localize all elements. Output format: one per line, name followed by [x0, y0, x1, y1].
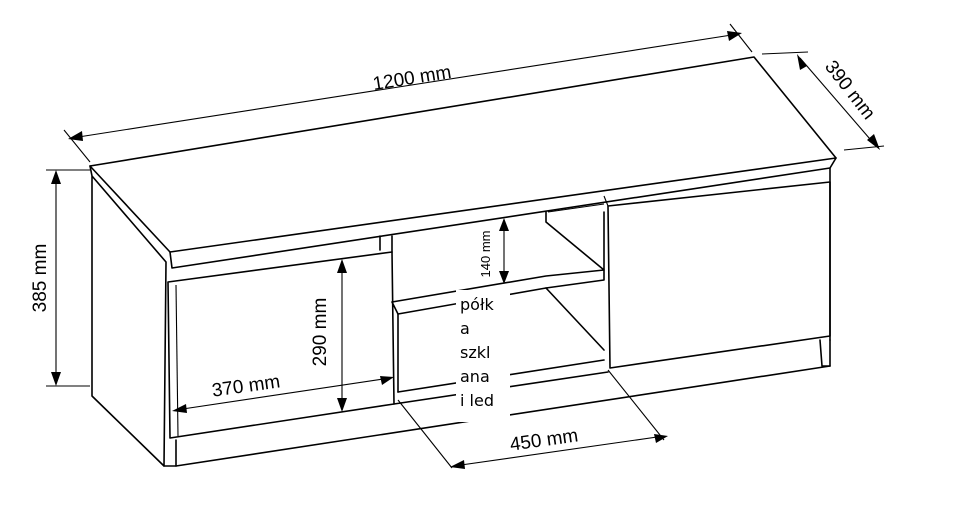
shelf-note-line: i led: [460, 391, 494, 410]
width-dimension: [63, 23, 753, 163]
shelf-depth-dimension: [397, 369, 668, 469]
shelf-note: półk a szkl ana i led: [460, 295, 494, 410]
cabinet-outline: [89, 56, 837, 467]
door-width-label: 370 mm: [211, 371, 282, 401]
height-dimension: [46, 169, 90, 387]
left-door: [167, 251, 395, 439]
depth-dimension: [761, 51, 885, 151]
door-height-label: 290 mm: [310, 298, 331, 367]
shelf-note-line: ana: [460, 367, 490, 386]
height-label: 385 mm: [30, 244, 51, 313]
width-label: 1200 mm: [371, 62, 453, 95]
shelf-note-background: [456, 290, 510, 422]
shelf-gap-label: 140 mm: [478, 231, 493, 278]
door-height-dimension: [337, 259, 347, 412]
shelf-note-line: półk: [460, 295, 494, 314]
shelf-depth-label: 450 mm: [509, 425, 580, 455]
shelf-note-line: a: [460, 319, 470, 338]
shelf-note-line: szkl: [460, 343, 490, 362]
door-width-dimension: [172, 376, 394, 413]
depth-label: 390 mm: [820, 57, 879, 124]
right-door: [603, 181, 831, 369]
shelf-gap-dimension: [499, 218, 509, 284]
